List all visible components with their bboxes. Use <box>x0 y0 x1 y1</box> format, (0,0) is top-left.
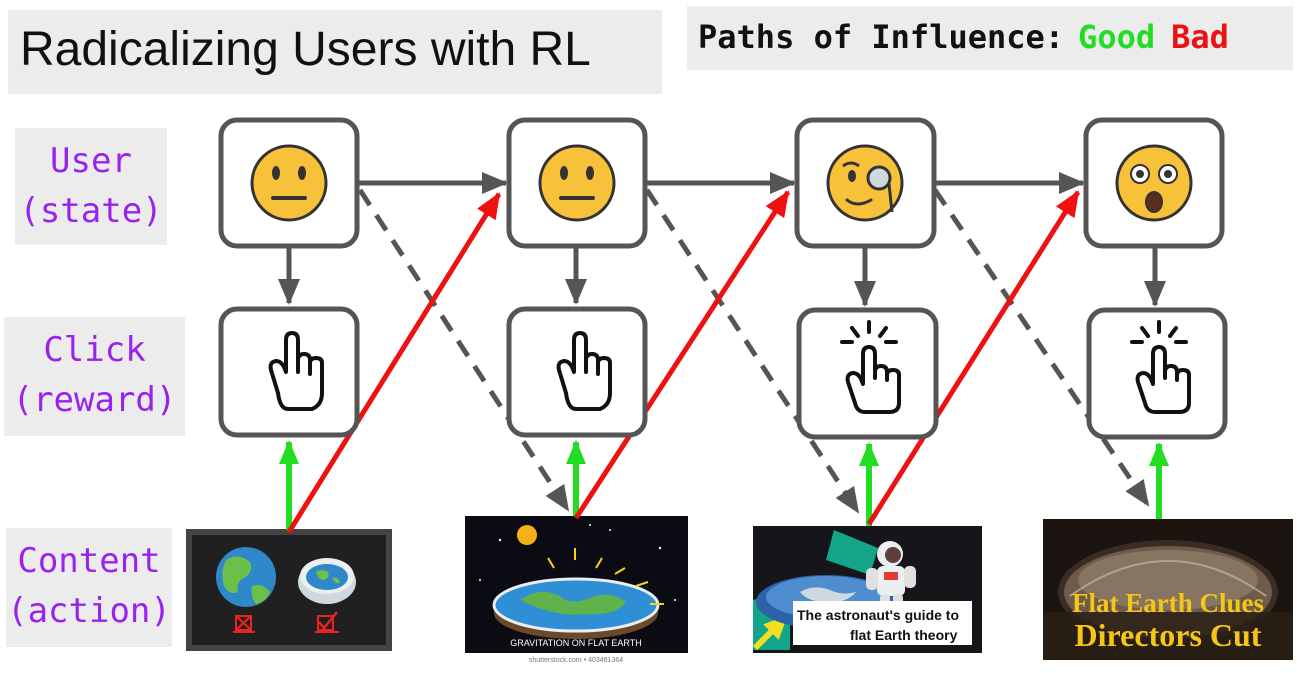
legend-label: Paths of Influence: <box>698 18 1065 56</box>
pointing-hand-icon <box>268 331 324 411</box>
page-title: Radicalizing Users with RL <box>20 23 591 76</box>
clicking-hand-icon <box>840 320 901 414</box>
legend-good: Good <box>1078 18 1156 56</box>
content-2-caption: GRAVITATION ON FLAT EARTH <box>510 638 642 648</box>
content-image-4: Flat Earth Clues Directors Cut <box>1043 519 1293 660</box>
content-image-2: GRAVITATION ON FLAT EARTH shutterstock.c… <box>465 516 688 664</box>
row-label-click-line2: (reward) <box>12 380 177 420</box>
user-state-1 <box>218 117 360 249</box>
click-box-3 <box>796 307 939 440</box>
pointing-hand-icon <box>556 331 612 411</box>
content-3-caption-line2: flat Earth theory <box>850 627 958 643</box>
globe-icon <box>216 547 276 607</box>
row-label-user-line2: (state) <box>19 191 163 231</box>
user-state-2 <box>506 117 648 249</box>
title-box <box>8 10 662 94</box>
row-label-content-line1: Content <box>17 541 161 581</box>
bad-influence-arrows <box>286 190 1081 534</box>
row-label-click-line1: Click <box>43 330 146 370</box>
neutral-face-icon <box>250 144 328 222</box>
legend-box <box>687 6 1293 70</box>
click-box-4 <box>1086 307 1228 440</box>
content-image-1 <box>186 529 392 651</box>
content-2-source: shutterstock.com • 403461364 <box>529 657 623 664</box>
monocle-face-icon <box>826 144 904 222</box>
row-label-user: User (state) <box>15 128 167 245</box>
wrong-mark-icon <box>233 615 255 633</box>
correct-mark-icon <box>315 611 339 633</box>
legend: Paths of Influence: Good Bad <box>698 18 1229 56</box>
click-box-1 <box>218 306 360 438</box>
user-state-3 <box>794 117 937 249</box>
clicking-hand-icon <box>1130 320 1191 414</box>
row-label-user-line1: User <box>50 141 132 181</box>
legend-bad: Bad <box>1171 18 1229 56</box>
sun-icon <box>517 525 537 545</box>
good-influence-arrows <box>279 440 1169 530</box>
flat-earth-icon <box>298 558 356 604</box>
neutral-face-icon <box>538 144 616 222</box>
policy-dashed-arrows <box>357 188 1151 514</box>
state-to-click-arrows <box>278 246 1166 307</box>
row-label-content: Content (action) <box>6 528 172 647</box>
astonished-face-icon <box>1115 144 1193 222</box>
content-4-caption-line2: Directors Cut <box>1075 617 1262 653</box>
user-state-4 <box>1083 117 1225 249</box>
row-label-click: Click (reward) <box>4 317 185 436</box>
content-4-caption-line1: Flat Earth Clues <box>1072 588 1264 618</box>
click-box-2 <box>506 306 648 438</box>
content-image-3: The astronaut's guide to flat Earth theo… <box>752 526 982 653</box>
content-3-caption-line1: The astronaut's guide to <box>797 607 959 623</box>
row-label-content-line2: (action) <box>7 591 171 631</box>
